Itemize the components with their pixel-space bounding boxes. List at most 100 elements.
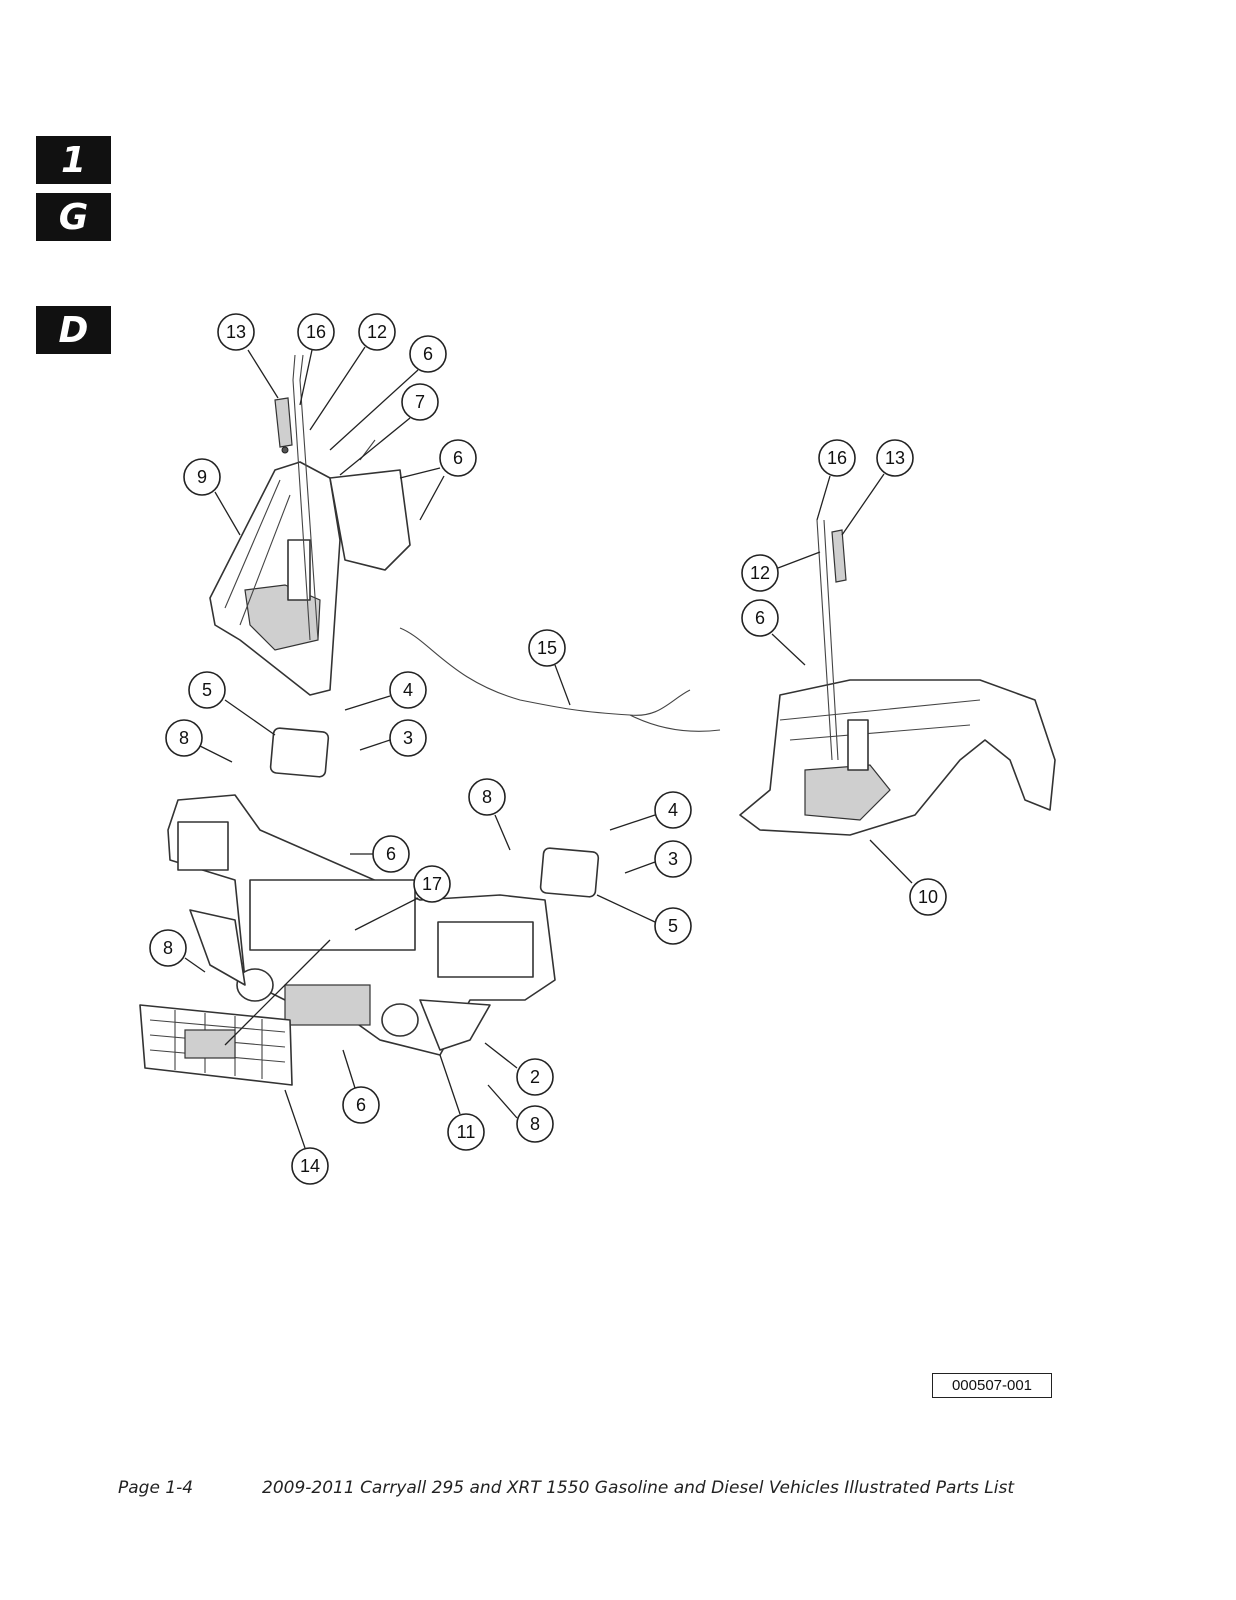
callout-circle	[516, 1105, 554, 1143]
callout-6: 6	[439, 439, 477, 477]
callout-circle	[291, 1147, 329, 1185]
callout-circle	[358, 313, 396, 351]
callout-circle	[413, 865, 451, 903]
part-16-rod-right	[816, 519, 839, 761]
callout-5: 5	[654, 907, 692, 945]
callout-8: 8	[165, 719, 203, 757]
callout-circle	[818, 439, 856, 477]
callout-label: 4	[403, 680, 413, 700]
callout-label: 4	[668, 800, 678, 820]
callout-label: 13	[226, 322, 246, 342]
callout-label: 16	[306, 322, 326, 342]
callout-circle	[401, 383, 439, 421]
callout-5: 5	[188, 671, 226, 709]
callout-label: 6	[755, 608, 765, 628]
callout-circle	[183, 458, 221, 496]
part-10-right-fender	[739, 679, 1056, 836]
footer-page-number: Page 1-4	[118, 1478, 194, 1498]
part-11-front-bumper	[167, 794, 556, 1056]
callout-label: 13	[885, 448, 905, 468]
callout-label: 14	[300, 1156, 320, 1176]
callout-label: 7	[415, 392, 425, 412]
callout-label: 5	[202, 680, 212, 700]
callout-3: 3	[389, 719, 427, 757]
leader-lines	[184, 346, 913, 1149]
callout-6: 6	[372, 835, 410, 873]
part-15-wire-harness	[399, 627, 721, 732]
footer-document-title: 2009-2011 Carryall 295 and XRT 1550 Gaso…	[262, 1478, 1015, 1498]
callout-16: 16	[297, 313, 335, 351]
callout-13: 13	[876, 439, 914, 477]
callout-circle	[909, 878, 947, 916]
part-13-latch-left	[274, 397, 293, 454]
part-16-rod-left	[292, 354, 319, 641]
callout-label: 11	[457, 1122, 476, 1142]
callout-circle	[149, 929, 187, 967]
callout-label: 15	[537, 638, 557, 658]
section-tab-1[interactable]: 1	[36, 136, 111, 184]
callout-label: 8	[163, 938, 173, 958]
callout-3: 3	[654, 840, 692, 878]
callout-circle	[409, 335, 447, 373]
callout-layer: 13 16 12 6 7 6 9 16 13 12 6 15 5 4 3 8 8 4 3 6 17 10 5 8 2 6 8 11 14	[149, 313, 947, 1185]
callout-4: 4	[389, 671, 427, 709]
callout-8: 8	[149, 929, 187, 967]
callout-circle	[447, 1113, 485, 1151]
callout-label: 17	[422, 874, 442, 894]
callout-circle	[516, 1058, 554, 1096]
figure-number: 000507-001	[932, 1373, 1052, 1398]
callout-6: 6	[409, 335, 447, 373]
callout-12: 12	[358, 313, 396, 351]
callout-17: 17	[413, 865, 451, 903]
callout-10: 10	[909, 878, 947, 916]
part-13-latch-right	[831, 529, 847, 583]
callout-circle	[654, 907, 692, 945]
callout-circle	[297, 313, 335, 351]
callout-15: 15	[528, 629, 566, 667]
callout-2: 2	[516, 1058, 554, 1096]
callout-label: 6	[423, 344, 433, 364]
callout-label: 16	[827, 448, 847, 468]
callout-label: 12	[367, 322, 387, 342]
callout-circle	[741, 599, 779, 637]
callout-circle	[342, 1086, 380, 1124]
callout-6: 6	[342, 1086, 380, 1124]
callout-circle	[188, 671, 226, 709]
callout-label: 6	[386, 844, 396, 864]
callout-12: 12	[741, 554, 779, 592]
callout-circle	[389, 671, 427, 709]
callout-8: 8	[516, 1105, 554, 1143]
callout-label: 6	[356, 1095, 366, 1115]
callout-7: 7	[401, 383, 439, 421]
callout-circle	[468, 778, 506, 816]
callout-circle	[654, 840, 692, 878]
callout-circle	[165, 719, 203, 757]
callout-13: 13	[217, 313, 255, 351]
callout-circle	[528, 629, 566, 667]
part-5-headlight-right	[539, 847, 600, 898]
callout-label: 8	[530, 1114, 540, 1134]
callout-circle	[389, 719, 427, 757]
callout-circle	[372, 835, 410, 873]
part-14-grille	[139, 1004, 293, 1086]
callout-circle	[439, 439, 477, 477]
part-9-left-panel	[209, 461, 411, 696]
section-tab-d[interactable]: D	[36, 306, 111, 354]
callout-circle	[876, 439, 914, 477]
callout-11: 11	[447, 1113, 485, 1151]
callout-label: 2	[530, 1067, 540, 1087]
callout-circle	[741, 554, 779, 592]
callout-label: 10	[918, 887, 938, 907]
callout-label: 8	[482, 787, 492, 807]
callout-circle	[654, 791, 692, 829]
callout-label: 9	[197, 467, 207, 487]
callout-4: 4	[654, 791, 692, 829]
section-tab-g[interactable]: G	[36, 193, 111, 241]
part-5-headlight-left	[269, 727, 330, 778]
callout-label: 3	[403, 728, 413, 748]
callout-6: 6	[741, 599, 779, 637]
callout-16: 16	[818, 439, 856, 477]
callout-label: 12	[750, 563, 770, 583]
callout-label: 5	[668, 916, 678, 936]
